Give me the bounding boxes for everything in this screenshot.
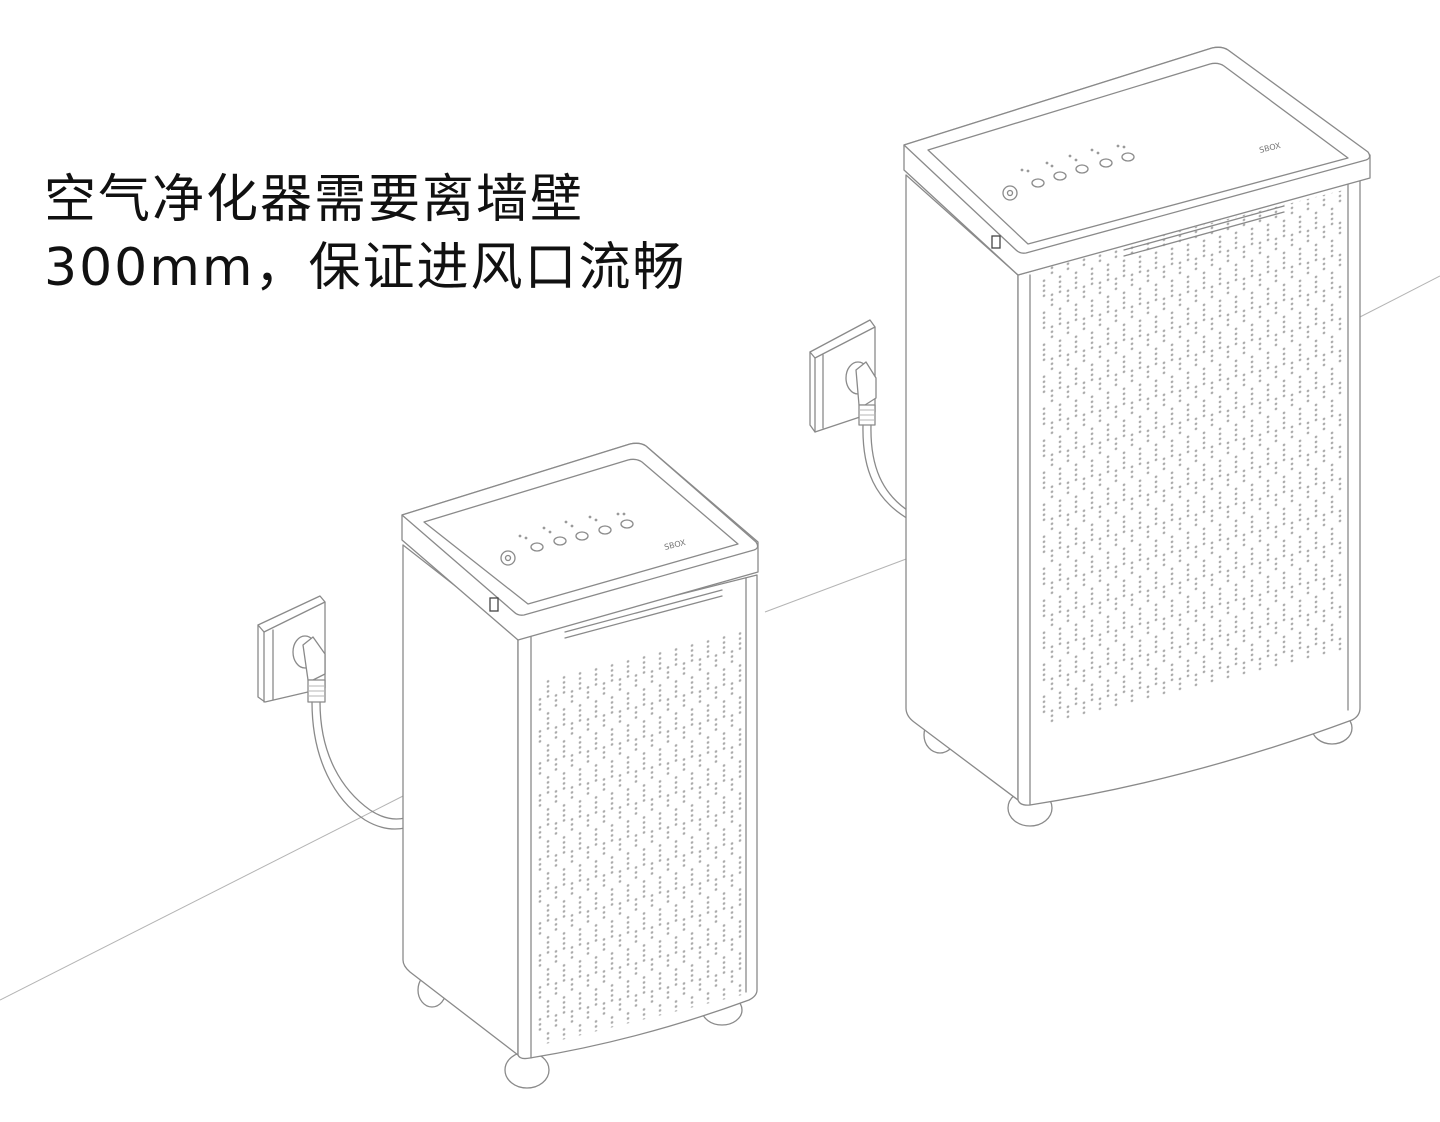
headline-line-1: 空气净化器需要离墙壁 [44,170,585,230]
near-unit: SBOX [257,442,759,1089]
wall-outlet-far [809,319,877,433]
switch-far [991,235,1001,249]
headline-line-2: 300mm，保证进风口流畅 [44,238,687,298]
switch-near [489,597,499,612]
wall-outlet-near [257,595,326,703]
far-unit: SBOX [809,46,1371,827]
headline: 空气净化器需要离墙壁 300mm，保证进风口流畅 [44,166,687,302]
